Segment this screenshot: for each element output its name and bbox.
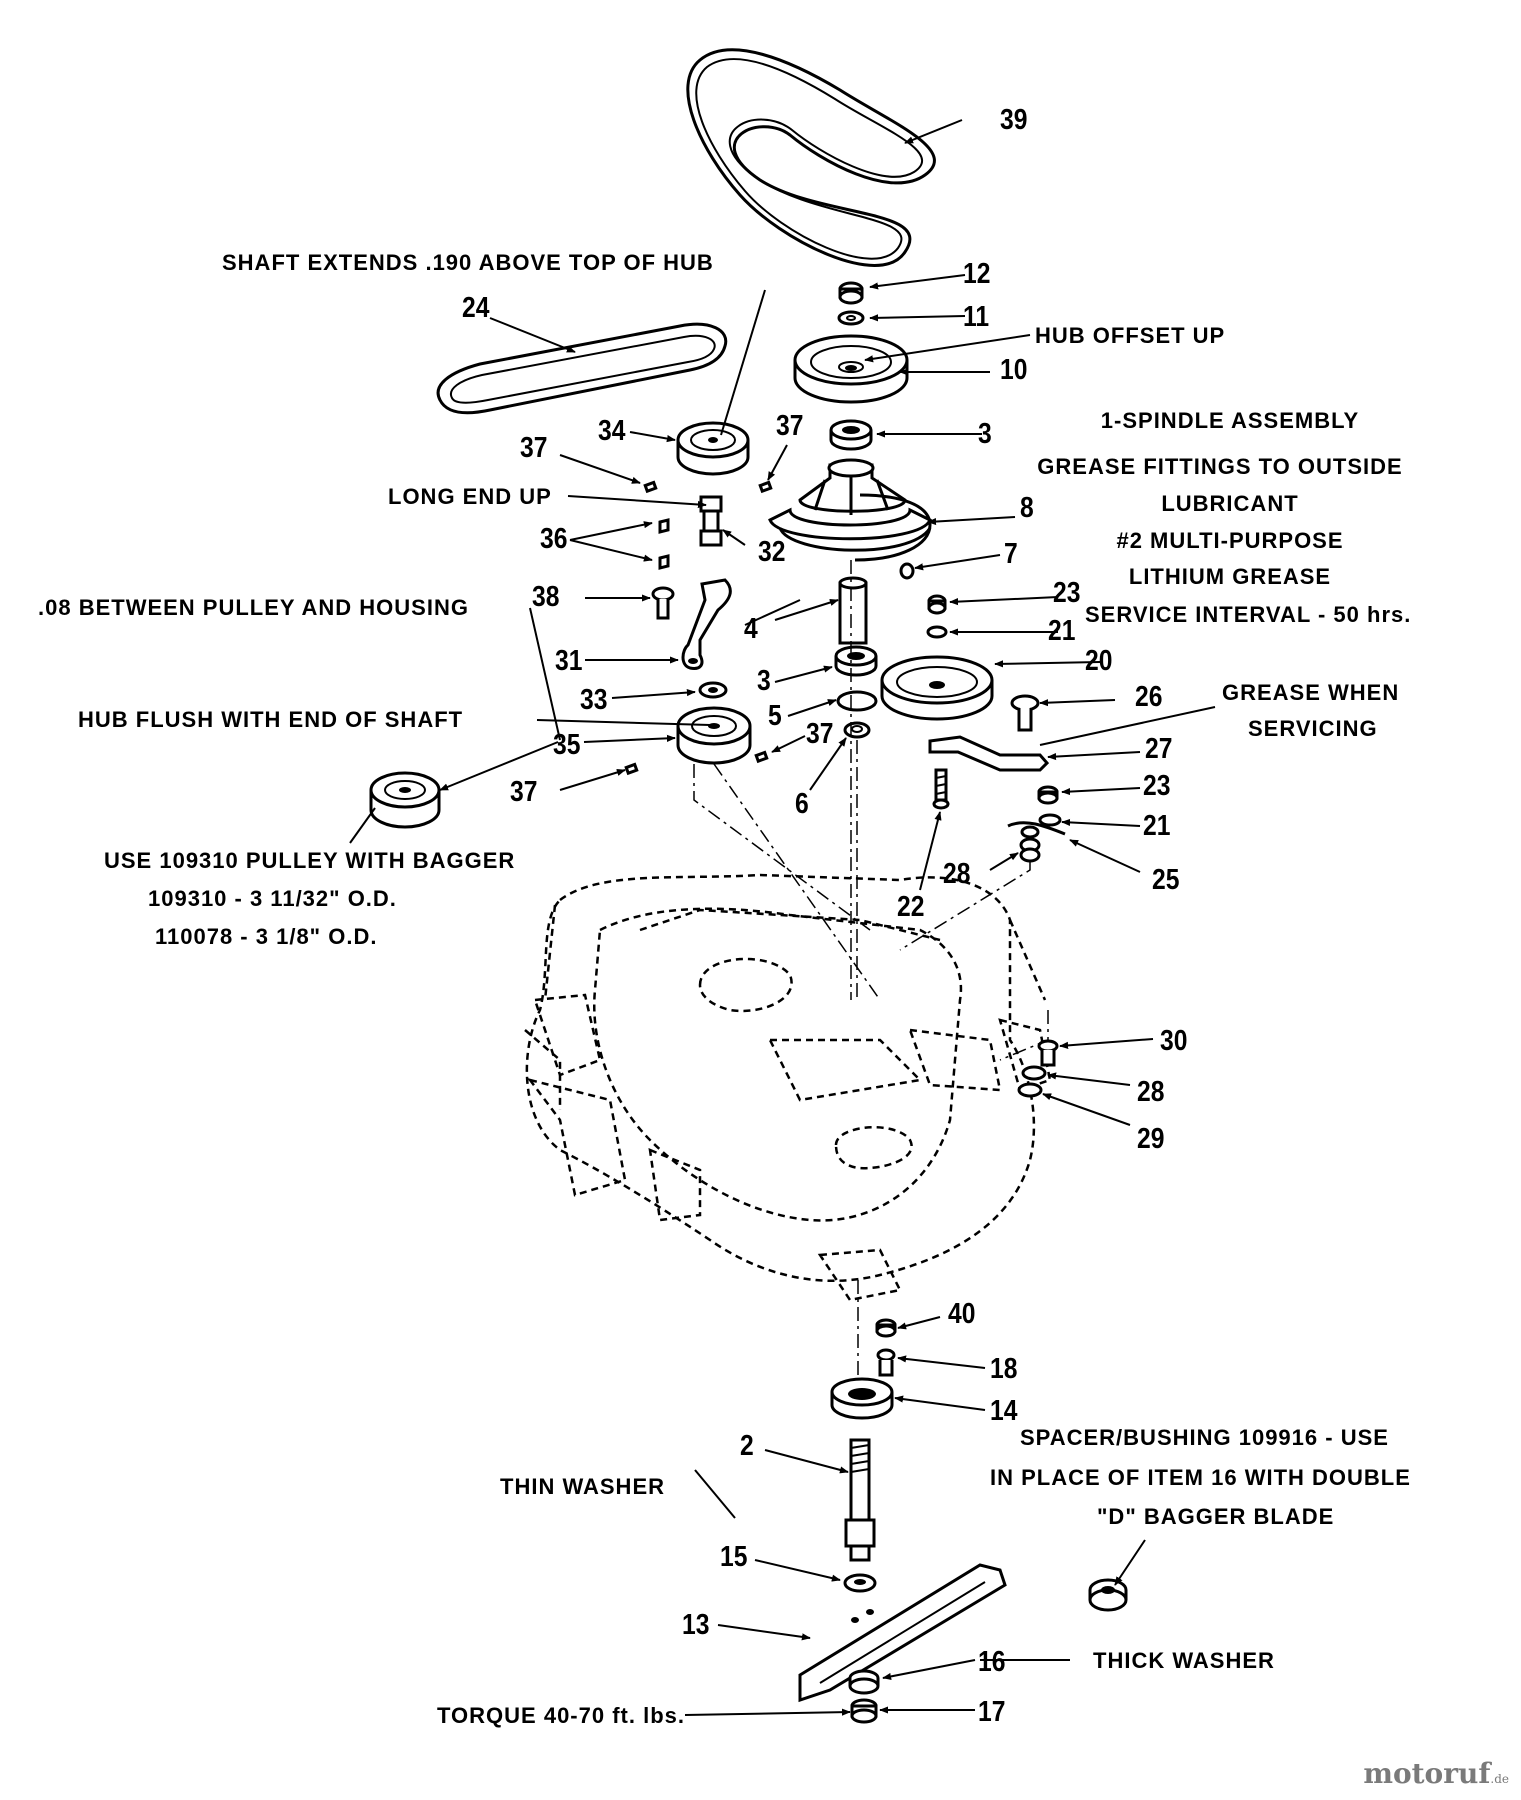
watermark: motoruf.de [1363,1757,1509,1790]
part-number-6: 6 [795,788,809,820]
part-number-40: 40 [948,1298,976,1330]
deck-hardware [1017,1039,1059,1098]
note-long-end-up: LONG END UP [388,484,552,509]
note-pulley-110078: 110078 - 3 1/8" O.D. [155,924,378,949]
part-number-22: 22 [897,891,925,923]
part-number-28-upper: 28 [943,858,971,890]
note-torque: TORQUE 40-70 ft. lbs. [437,1703,685,1728]
part-number-26: 26 [1135,681,1163,713]
part-number-36: 36 [540,523,568,555]
part-number-30: 30 [1160,1025,1188,1057]
part-number-37-upper-left: 37 [520,432,548,464]
note-gap-pulley-housing: .08 BETWEEN PULLEY AND HOUSING [38,595,469,620]
note-bagger-blade: "D" BAGGER BLADE [1097,1504,1335,1529]
note-shaft-extends: SHAFT EXTENDS .190 ABOVE TOP OF HUB [222,250,714,275]
part-number-23-upper: 23 [1053,577,1081,609]
note-servicing: SERVICING [1248,716,1378,741]
idler-pulley-assembly [880,594,1066,863]
part-number-39: 39 [1000,104,1028,136]
part-number-38: 38 [532,581,560,613]
note-hub-flush: HUB FLUSH WITH END OF SHAFT [78,707,464,732]
part-number-29: 29 [1137,1123,1165,1155]
part-number-2: 2 [740,1430,754,1462]
note-pulley-109310: 109310 - 3 11/32" O.D. [148,886,397,911]
note-hub-offset-up: HUB OFFSET UP [1035,323,1226,348]
note-multi-purpose: #2 MULTI-PURPOSE [1116,528,1344,553]
note-in-place-of-item-16: IN PLACE OF ITEM 16 WITH DOUBLE [990,1465,1411,1490]
note-spindle-assembly: 1-SPINDLE ASSEMBLY [1100,408,1360,433]
note-thick-washer: THICK WASHER [1093,1648,1275,1673]
part-number-15: 15 [720,1541,748,1573]
leader-arrows [349,119,1216,1716]
part-number-13: 13 [682,1609,710,1641]
part-number-37-lower: 37 [510,776,538,808]
part-number-12: 12 [963,258,991,290]
watermark-main: motoruf [1363,1757,1491,1790]
part-number-5: 5 [768,700,782,732]
mower-deck [524,873,1052,1302]
drive-belt-39 [686,48,936,267]
part-number-31: 31 [555,645,583,677]
part-number-17: 17 [978,1696,1006,1728]
note-lithium-grease: LITHIUM GREASE [1128,564,1332,589]
part-number-21-upper: 21 [1048,615,1076,647]
center-lines [693,560,1049,1410]
part-number-35: 35 [553,729,581,761]
part-number-7: 7 [1004,538,1018,570]
part-number-3-lower: 3 [757,665,771,697]
note-grease-fittings: GREASE FITTINGS TO OUTSIDE [1037,454,1403,479]
part-number-28-lower: 28 [1137,1076,1165,1108]
note-thin-washer: THIN WASHER [500,1474,665,1499]
part-number-33: 33 [580,684,608,716]
part-number-8: 8 [1020,492,1034,524]
part-number-32: 32 [758,536,786,568]
part-number-25: 25 [1152,864,1180,896]
part-number-10: 10 [1000,354,1028,386]
note-bagger-pulley: USE 109310 PULLEY WITH BAGGER [104,848,516,873]
part-number-23-lower: 23 [1143,770,1171,802]
part-number-37-upper-right: 37 [776,410,804,442]
part-number-27: 27 [1145,733,1173,765]
note-grease-when: GREASE WHEN [1222,680,1400,705]
part-number-34: 34 [598,415,626,447]
note-spacer-bushing: SPACER/BUSHING 109916 - USE [1020,1425,1389,1450]
note-service-interval: SERVICE INTERVAL - 50 hrs. [1085,602,1412,627]
part-number-18: 18 [990,1353,1018,1385]
part-number-24: 24 [462,292,490,324]
left-pulley-stack [369,421,773,829]
part-number-20: 20 [1085,645,1113,677]
part-number-4: 4 [744,613,758,645]
part-number-16: 16 [978,1646,1006,1678]
blade-assembly [798,1318,1128,1724]
part-number-3-upper: 3 [978,418,992,450]
part-number-14: 14 [990,1395,1018,1427]
note-lubricant: LUBRICANT [1161,491,1299,516]
part-number-37-right: 37 [806,718,834,750]
part-number-11: 11 [963,301,990,333]
watermark-suffix: .de [1490,1772,1509,1786]
drive-belt-24 [436,322,728,415]
part-number-21-lower: 21 [1143,810,1171,842]
